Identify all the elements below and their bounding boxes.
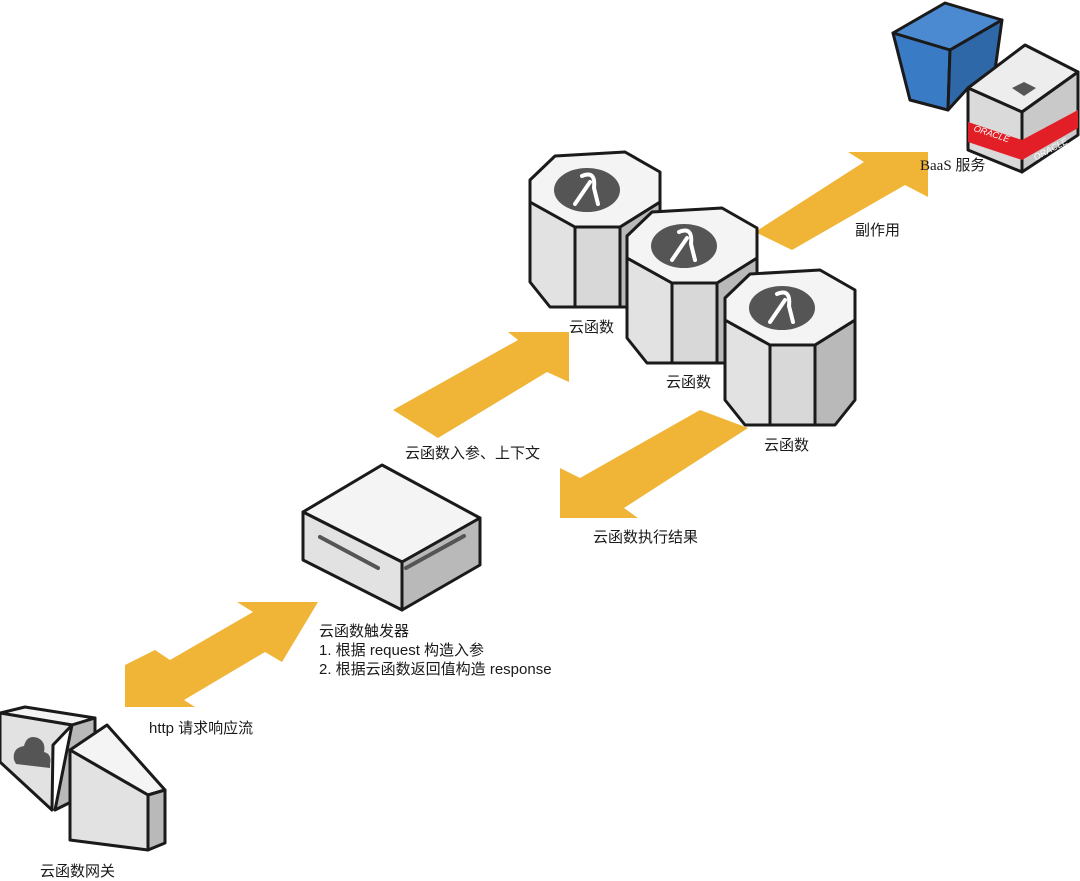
octagon-front-face <box>768 343 817 427</box>
lambda-icon <box>573 172 600 206</box>
side-effect-label: 副作用 <box>855 222 901 239</box>
function-label-1: 云函数 <box>569 319 615 336</box>
octagon-front-face <box>573 225 622 309</box>
trigger-note-2: 2. 根据云函数返回值构造 response <box>319 661 552 678</box>
baas-oracle-box: ORACLE ORACLE <box>966 43 1080 174</box>
baas-label: BaaS 服务 <box>920 158 986 174</box>
arrow-http-request-response <box>125 602 318 707</box>
arrow-side-effect <box>755 152 928 250</box>
lambda-badge <box>651 224 717 268</box>
cloud-icon <box>13 737 51 768</box>
trigger-note-1: 1. 根据 request 构造入参 <box>319 642 485 659</box>
function-label-3: 云函数 <box>764 437 810 454</box>
baas-blue-cube <box>891 1 1004 112</box>
arrow-function-result <box>560 410 748 518</box>
trigger-label: 云函数触发器 <box>319 623 410 640</box>
lambda-badge <box>554 168 620 212</box>
function-label-2: 云函数 <box>666 374 712 391</box>
lambda-icon <box>768 290 795 324</box>
gateway-label: 云函数网关 <box>40 863 116 880</box>
http-flow-label: http 请求响应流 <box>149 720 254 737</box>
function-input-label: 云函数入参、上下文 <box>405 445 541 462</box>
lambda-icon <box>670 228 697 262</box>
arrow-function-input <box>393 332 569 438</box>
lambda-badge <box>749 286 815 330</box>
function-node-3 <box>723 268 857 427</box>
gateway-front-block <box>68 723 167 852</box>
trigger-box <box>301 463 482 612</box>
function-result-label: 云函数执行结果 <box>593 529 699 546</box>
octagon-front-face <box>670 281 719 365</box>
